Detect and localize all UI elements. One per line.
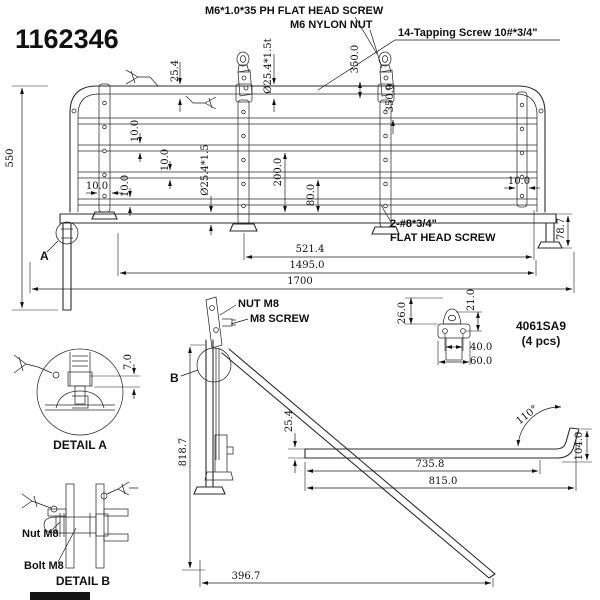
dim-profile-od: 25.4 bbox=[284, 410, 295, 432]
dim-span-1495: 1495.0 bbox=[290, 260, 325, 271]
dim-bar-od-3: 10.0 bbox=[120, 175, 131, 197]
dimensions-front: 550 25.4 Ø25.4*1.5t 350.0 350.0 10.0 10.… bbox=[5, 38, 575, 311]
dim-height: 550 bbox=[5, 148, 16, 167]
bottom-rail bbox=[59, 213, 557, 224]
leader-line bbox=[317, 39, 560, 91]
mounting-post-1 bbox=[91, 83, 118, 220]
detail-a-marker-circle bbox=[55, 221, 79, 245]
detail-b-bolt-label: Bolt M8 bbox=[24, 560, 64, 572]
crossbars bbox=[78, 117, 537, 206]
dim-bracket-40: 40.0 bbox=[470, 342, 492, 353]
callout-m8-screw: M8 SCREW bbox=[250, 313, 310, 325]
bracket-part-code: 4061SA9 bbox=[516, 319, 566, 333]
dim-len-735: 735.8 bbox=[416, 459, 445, 470]
dim-post-left: 10.0 bbox=[86, 181, 108, 192]
callouts-top: M6*1.0*35 PH FLAT HEAD SCREW M6 NYLON NU… bbox=[205, 5, 560, 91]
part-number-title: 1162346 bbox=[15, 24, 119, 54]
mounting-post-4 bbox=[516, 91, 528, 208]
dim-bottom-tube-spec: Ø25.4*1.5 bbox=[200, 144, 211, 195]
dim-leg-height: 818.7 bbox=[178, 438, 189, 467]
leader-line bbox=[369, 29, 383, 69]
dim-tube-spec-top: Ø25.4*1.5t bbox=[263, 38, 274, 93]
detail-b-marker-circle bbox=[196, 347, 232, 383]
dim-len-815: 815.0 bbox=[429, 476, 458, 487]
dim-bar-od-1: 10.0 bbox=[130, 120, 141, 142]
detail-b-nut-label: Nut M8 bbox=[22, 528, 59, 540]
detail-b-view: Nut M8 Bolt M8 DETAIL B bbox=[21, 481, 138, 588]
rail-profile-view: 25.4 110° 104.0 735.8 815.0 bbox=[284, 404, 592, 491]
weld-symbol-icon bbox=[13, 354, 60, 379]
dim-leg-base: 396.7 bbox=[232, 571, 261, 582]
dim-bracket-60: 60.0 bbox=[470, 356, 492, 367]
dim-weld-offset: 7.0 bbox=[123, 354, 134, 370]
bracket-detail-view: 26.0 21.0 40.0 60.0 4061SA9 (4 pcs) bbox=[397, 289, 566, 367]
dim-gap-80: 80.0 bbox=[306, 184, 317, 206]
callout-flat-head-name: FLAT HEAD SCREW bbox=[390, 232, 496, 244]
frame-hole-right bbox=[538, 108, 544, 114]
mounting-post-3 bbox=[371, 51, 400, 235]
detail-b-label: DETAIL B bbox=[56, 574, 111, 588]
mounting-post-2 bbox=[229, 51, 258, 232]
detail-a-label: DETAIL A bbox=[53, 438, 107, 452]
detail-a-ref: A bbox=[40, 249, 49, 263]
leg-side-view: NUT M8 M8 SCREW B 818.7 396.7 bbox=[170, 296, 496, 587]
callout-nut-m8: NUT M8 bbox=[238, 298, 279, 310]
dim-bend-angle: 110° bbox=[514, 404, 540, 428]
dim-tab-1: 350.0 bbox=[350, 45, 361, 74]
left-leg bbox=[46, 221, 79, 311]
callout-tapping-screw: 14-Tapping Screw 10#*3/4" bbox=[398, 27, 538, 39]
weld-symbol-icon bbox=[21, 493, 58, 513]
frame-tube-outer bbox=[69, 85, 546, 213]
dim-tab-2: 350.0 bbox=[385, 84, 396, 113]
dim-tip-height: 104.0 bbox=[574, 432, 585, 461]
hanger-tab bbox=[237, 69, 253, 97]
detail-a-view: 7.0 DETAIL A bbox=[13, 348, 140, 452]
leader-line bbox=[354, 16, 378, 55]
logo-bar bbox=[30, 592, 90, 600]
frame-tube-inner bbox=[77, 93, 538, 212]
weld-symbol-icon bbox=[100, 481, 138, 500]
dim-post-right: 10.0 bbox=[508, 176, 530, 187]
weld-symbol-icon bbox=[125, 69, 159, 87]
callout-flat-head-qty: 2-#8*3/4" bbox=[390, 218, 437, 230]
dim-bracket-26: 26.0 bbox=[397, 302, 408, 324]
detail-b-ref: B bbox=[170, 371, 179, 385]
dim-span-521: 521.4 bbox=[296, 244, 325, 255]
dim-tube-od: 25.4 bbox=[170, 60, 181, 82]
callout-m6-screw: M6*1.0*35 PH FLAT HEAD SCREW bbox=[205, 5, 384, 17]
dim-bracket-21: 21.0 bbox=[466, 289, 477, 311]
weld-symbol-icon bbox=[185, 95, 217, 110]
dim-gap-200: 200.0 bbox=[273, 158, 284, 187]
dim-span-1700: 1700 bbox=[287, 276, 312, 287]
dim-leg-drop: 78.7 bbox=[556, 218, 567, 240]
frame-hole-left bbox=[71, 108, 77, 114]
bracket-part-qty: (4 pcs) bbox=[522, 334, 561, 348]
callout-m6-nut: M6 NYLON NUT bbox=[290, 19, 373, 31]
dim-bar-od-2: 10.0 bbox=[160, 149, 171, 171]
